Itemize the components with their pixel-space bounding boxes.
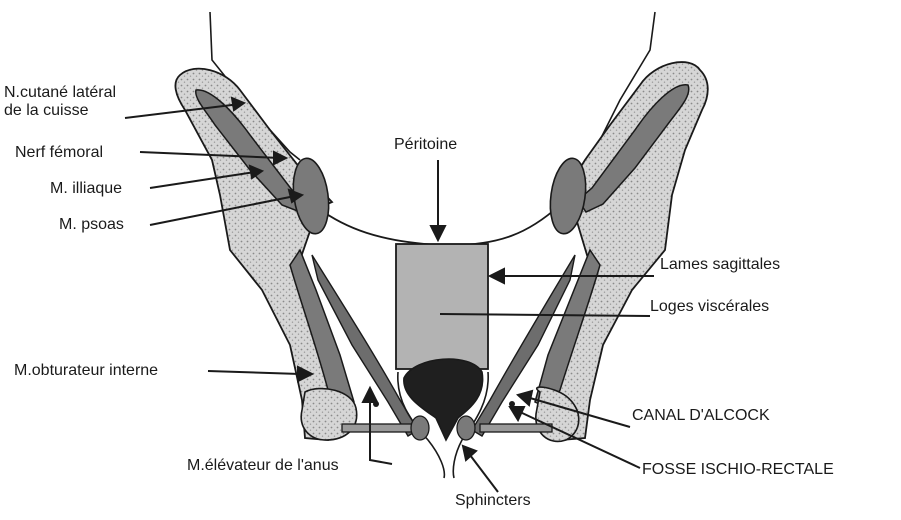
arrow-sphincters	[463, 446, 476, 460]
left-sphincter	[411, 416, 429, 440]
label-femoral: Nerf fémoral	[15, 144, 103, 162]
right-sphincter	[457, 416, 475, 440]
label-fosse: FOSSE ISCHIO-RECTALE	[642, 461, 834, 479]
arrow-lames	[490, 269, 504, 283]
right-perineal-bar	[480, 424, 552, 432]
label-elevateur: M.élévateur de l'anus	[187, 457, 339, 475]
label-obturateur: M.obturateur interne	[14, 362, 158, 380]
left-perineal-bar	[342, 424, 414, 432]
label-psoas: M. psoas	[59, 216, 124, 234]
label-cutane-line2: de la cuisse	[4, 102, 89, 120]
arrow-alcock	[518, 391, 532, 405]
leader-sphincters	[470, 455, 498, 492]
right-iliac-bone	[550, 62, 708, 440]
label-alcock: CANAL D'ALCOCK	[632, 407, 770, 425]
leader-obturateur	[208, 371, 300, 374]
label-loges: Loges viscérales	[650, 298, 769, 316]
arrow-elevateur	[363, 388, 377, 402]
label-lames: Lames sagittales	[660, 256, 780, 274]
arrow-fosse	[510, 407, 524, 420]
arrow-peritoine	[431, 226, 445, 240]
label-illiaque: M. illiaque	[50, 180, 122, 198]
label-peritoine: Péritoine	[394, 136, 457, 154]
label-cutane-line1: N.cutané latéral	[4, 84, 116, 102]
label-sphincters: Sphincters	[455, 492, 531, 510]
left-iliac-bone	[175, 69, 336, 440]
visceral-compartment	[396, 244, 488, 369]
